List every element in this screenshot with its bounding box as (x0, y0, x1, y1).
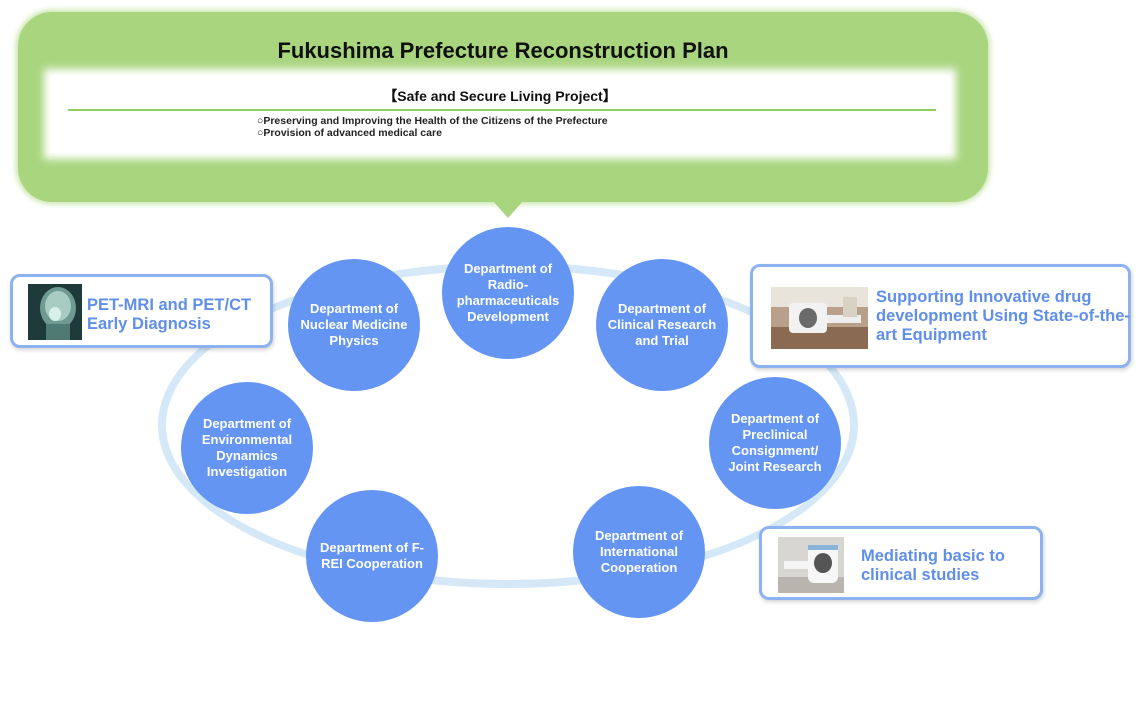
pet-feature-text: PET-MRI and PET/CT Early Diagnosis (87, 296, 252, 333)
pet-feature-box: PET-MRI and PET/CT Early Diagnosis (10, 274, 273, 348)
bullet-item: ○Preserving and Improving the Health of … (257, 115, 608, 127)
dept-frei-cooperation: Department of F-REI Cooperation (306, 490, 438, 622)
project-bullets: ○Preserving and Improving the Health of … (257, 115, 608, 139)
dept-international-cooperation: Department of International Cooperation (573, 486, 705, 618)
clinical-feature-box: Mediating basic to clinical studies (759, 526, 1043, 600)
equipment-room-image (771, 287, 868, 349)
plan-title: Fukushima Prefecture Reconstruction Plan (277, 38, 729, 63)
pet-ct-scanner-image (778, 537, 844, 593)
bullet-item: ○Provision of advanced medical care (257, 127, 442, 139)
drug-feature-text: Supporting Innovative drug development U… (876, 288, 1130, 344)
dept-environmental-dynamics: Department of Environmental Dynamics Inv… (181, 382, 313, 514)
dept-radiopharmaceuticals: Department of Radio-pharmaceuticals Deve… (442, 227, 574, 359)
clinical-feature-text: Mediating basic to clinical studies (861, 547, 1005, 584)
project-divider (68, 109, 936, 111)
banner-pointer (492, 200, 524, 218)
dept-preclinical: Department of Preclinical Consignment/ J… (709, 377, 841, 509)
project-panel: 【Safe and Secure Living Project】 ○Preser… (50, 75, 950, 153)
plan-banner: Fukushima Prefecture Reconstruction Plan… (18, 12, 988, 202)
pet-scan-image (28, 284, 82, 340)
project-title: 【Safe and Secure Living Project】 (383, 88, 617, 104)
dept-nuclear-medicine-physics: Department of Nuclear Medicine Physics (288, 259, 420, 391)
dept-clinical-research: Department of Clinical Research and Tria… (596, 259, 728, 391)
drug-feature-box: Supporting Innovative drug development U… (750, 264, 1131, 368)
